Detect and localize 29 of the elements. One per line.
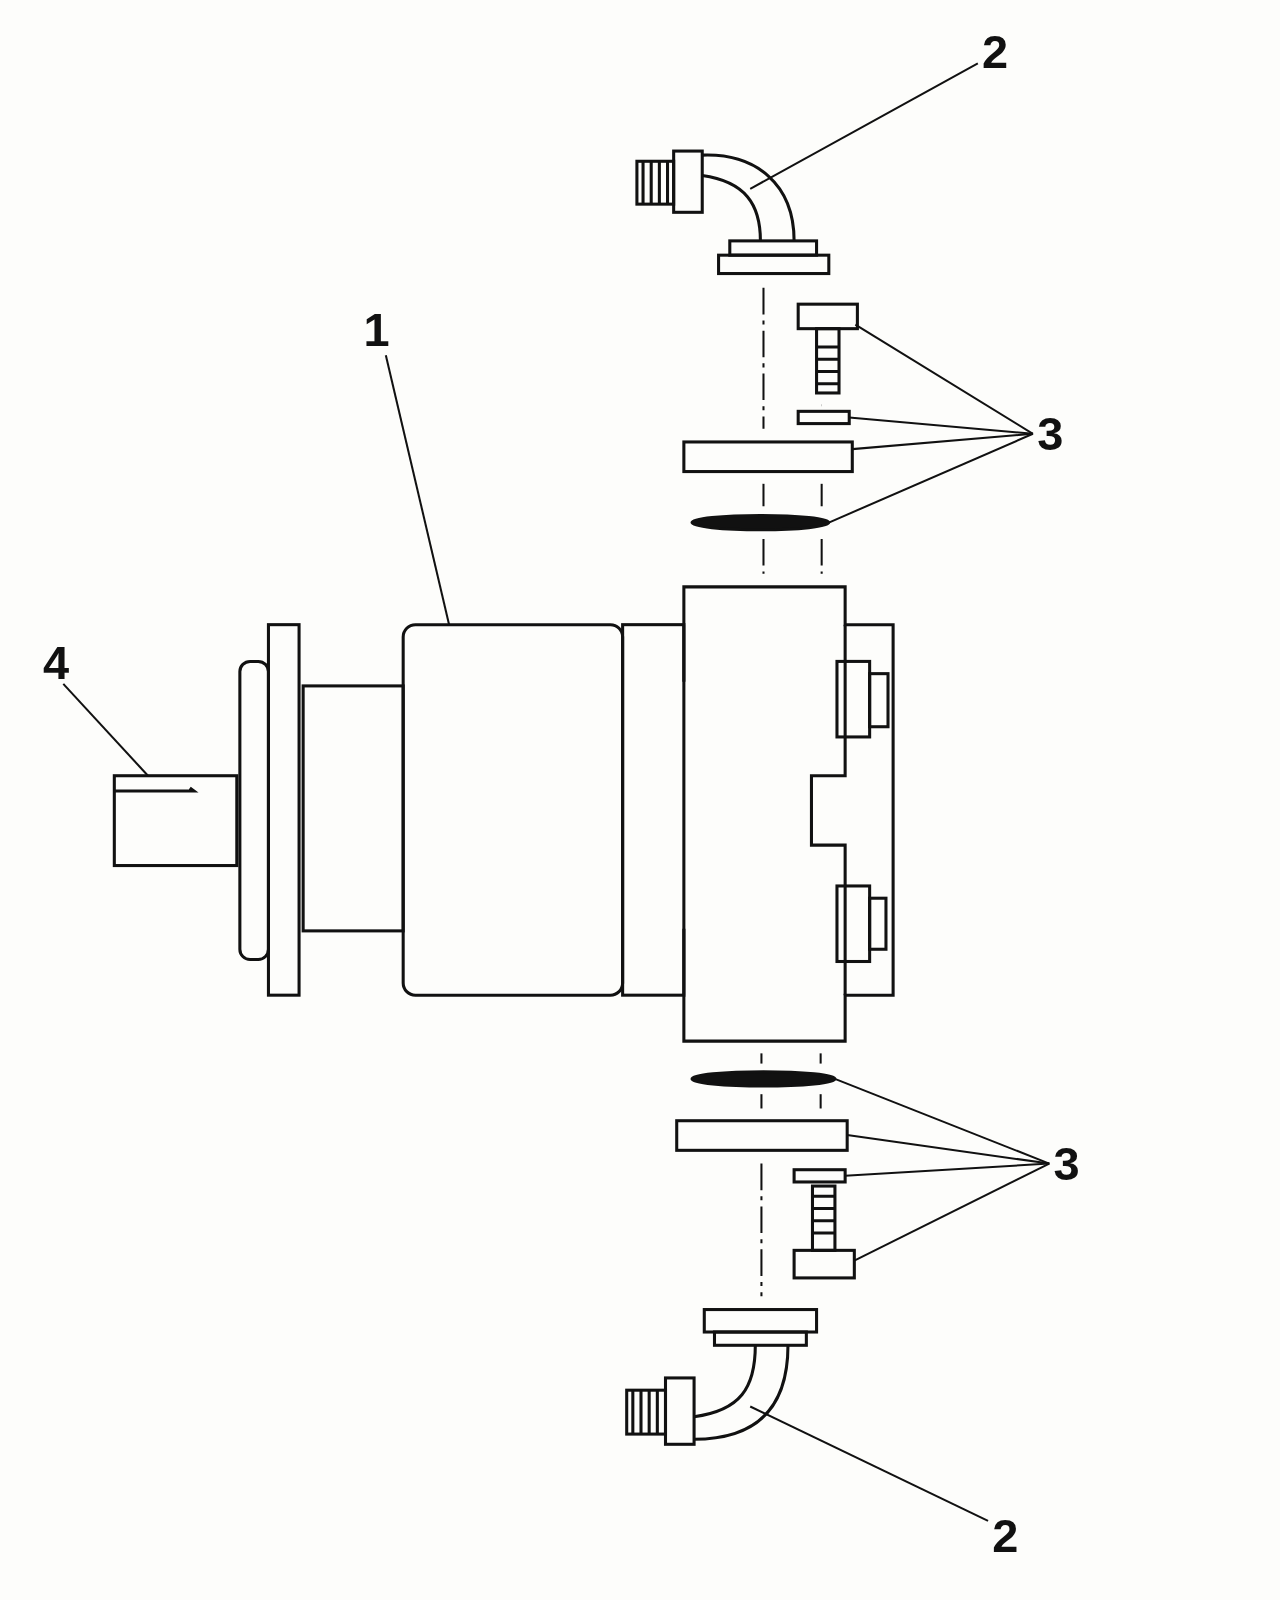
bolt-drawing	[792, 1184, 856, 1280]
elbow-fitting-drawing	[635, 149, 831, 276]
flange-plate	[682, 440, 854, 474]
callout-number: 3	[1049, 1138, 1084, 1190]
callout-number: 1	[359, 304, 394, 356]
washer	[796, 409, 851, 426]
pump-drawing	[238, 585, 895, 1043]
callout-number: 3	[1032, 408, 1068, 460]
callout-number: 2	[988, 1510, 1023, 1562]
leader-line	[384, 354, 451, 625]
elbow-fitting-drawing	[625, 1308, 819, 1446]
leader-line	[62, 683, 149, 777]
o-ring	[690, 1070, 837, 1088]
leader-line	[853, 1162, 1050, 1262]
washer	[792, 1168, 847, 1184]
leader-line	[854, 323, 1034, 435]
o-ring	[690, 513, 831, 532]
flange-plate	[675, 1119, 849, 1152]
leader-line	[828, 432, 1034, 524]
leader-line	[852, 432, 1034, 451]
leader-line	[847, 1134, 1050, 1165]
bolt-drawing	[796, 302, 859, 395]
callout-number: 2	[977, 26, 1013, 78]
leader-line	[749, 62, 979, 190]
callout-number: 4	[38, 636, 74, 688]
leader-line	[749, 1405, 989, 1522]
leader-line	[834, 1077, 1050, 1165]
leader-line	[845, 1162, 1050, 1177]
shaft-drawing	[112, 774, 239, 868]
